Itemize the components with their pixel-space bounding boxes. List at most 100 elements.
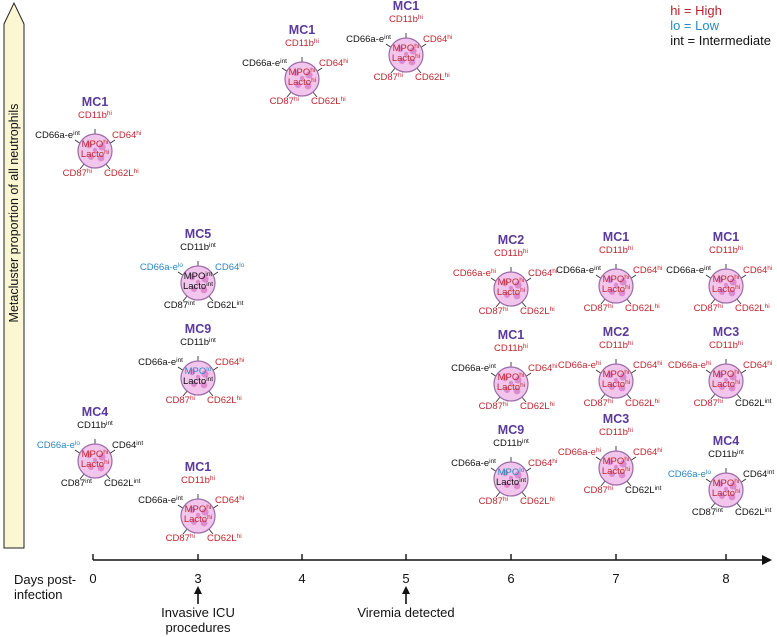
metacluster-title: MC3 bbox=[712, 325, 740, 339]
neutrophil-cell-mc5 bbox=[177, 261, 219, 302]
granule bbox=[504, 482, 510, 488]
metacluster-title: MC2 bbox=[602, 325, 630, 339]
legend-item-intermediate: int = Intermediate bbox=[670, 33, 771, 48]
granule bbox=[723, 377, 729, 383]
metacluster-title: MC1 bbox=[497, 328, 525, 342]
cd87-marker: CD87hi bbox=[165, 395, 195, 406]
granule bbox=[513, 387, 521, 395]
granule bbox=[508, 380, 514, 386]
mpo-marker: MPOhi bbox=[184, 504, 212, 515]
granule bbox=[501, 469, 509, 477]
granule bbox=[514, 471, 522, 479]
granule bbox=[200, 286, 208, 294]
granule bbox=[201, 275, 209, 283]
granule bbox=[299, 75, 305, 81]
granule bbox=[619, 460, 627, 468]
granule bbox=[728, 289, 736, 297]
cd64-marker: CD64hi bbox=[633, 360, 663, 371]
granule bbox=[728, 384, 736, 392]
granule bbox=[399, 58, 405, 64]
granule bbox=[719, 493, 725, 499]
granule bbox=[508, 285, 514, 291]
mpo-marker: MPOlo bbox=[497, 467, 525, 478]
metacluster-title: MC1 bbox=[81, 95, 109, 109]
granule bbox=[729, 278, 737, 286]
cd87-marker: CD87hi bbox=[62, 168, 92, 179]
legend-item-low: lo = Low bbox=[670, 18, 719, 33]
lacto-marker: Lactohi bbox=[80, 459, 110, 470]
neutrophil-cell-mc1 bbox=[595, 264, 637, 305]
granule bbox=[98, 143, 106, 151]
granule bbox=[606, 458, 614, 466]
granule bbox=[723, 486, 729, 492]
granule bbox=[508, 475, 514, 481]
x-tick-label-0: 0 bbox=[89, 571, 97, 586]
granule bbox=[92, 457, 98, 463]
neutrophil-cell-mc1 bbox=[705, 264, 747, 305]
annotation-arrowhead-0 bbox=[194, 586, 202, 594]
granule bbox=[618, 384, 626, 392]
mpo-marker: MPOlo bbox=[184, 366, 212, 377]
cd62l-marker: CD62Lhi bbox=[625, 303, 660, 314]
mpo-marker: MPOhi bbox=[81, 449, 109, 460]
neutrophil-cell-mc4 bbox=[705, 468, 747, 509]
cd66-marker: CD66a-eint bbox=[346, 34, 391, 45]
mpo-marker: MPOhi bbox=[602, 456, 630, 467]
granule bbox=[201, 508, 209, 516]
cd11b-marker: CD11bhi bbox=[285, 38, 319, 49]
lacto-marker: Lactohi bbox=[496, 382, 526, 393]
cd66-marker: CD66a-eint bbox=[556, 265, 601, 276]
lacto-marker: Lactohi bbox=[80, 149, 110, 160]
cd87-marker: CD87hi bbox=[165, 533, 195, 544]
cd11b-marker: CD11bhi bbox=[78, 110, 112, 121]
cd64-marker: CD64hi bbox=[528, 268, 558, 279]
x-tick-label-8: 8 bbox=[722, 571, 730, 586]
neutrophil-cell-mc1 bbox=[385, 33, 427, 74]
granule bbox=[514, 281, 522, 289]
granule bbox=[728, 493, 736, 501]
cd62l-marker: CD62Lhi bbox=[104, 168, 139, 179]
cd87-marker: CD87hi bbox=[269, 96, 299, 107]
cd11b-marker: CD11bint bbox=[77, 420, 113, 431]
neutrophil-cell-mc3 bbox=[595, 446, 637, 487]
cd11b-marker: CD11bhi bbox=[494, 343, 528, 354]
granule bbox=[504, 387, 510, 393]
granule bbox=[295, 82, 301, 88]
granule bbox=[88, 464, 94, 470]
granule bbox=[92, 147, 98, 153]
mpo-marker: MPOint bbox=[183, 271, 213, 282]
granule bbox=[609, 289, 615, 295]
mpo-marker: MPOhi bbox=[712, 274, 740, 285]
x-tick-label-6: 6 bbox=[507, 571, 515, 586]
granule bbox=[618, 289, 626, 297]
cd64-marker: CD64hi bbox=[215, 357, 245, 368]
mpo-marker: MPOhi bbox=[497, 277, 525, 288]
cd11b-marker: CD11bhi bbox=[181, 475, 215, 486]
granule bbox=[200, 381, 208, 389]
cd87-marker: CD87hi bbox=[583, 398, 613, 409]
legend-item-high: hi = High bbox=[670, 3, 722, 18]
x-axis bbox=[93, 555, 772, 565]
x-tick-label-4: 4 bbox=[298, 571, 306, 586]
mpo-marker: MPOhi bbox=[602, 369, 630, 380]
granule bbox=[613, 282, 619, 288]
granule bbox=[501, 279, 509, 287]
cd64-marker: CD64lo bbox=[215, 262, 245, 273]
cd64-marker: CD64hi bbox=[633, 447, 663, 458]
x-tick-label-7: 7 bbox=[612, 571, 620, 586]
cd11b-marker: CD11bhi bbox=[599, 340, 633, 351]
cd11b-marker: CD11bint bbox=[180, 337, 216, 348]
cd66-marker: CD66a-eint bbox=[242, 58, 287, 69]
cd64-marker: CD64int bbox=[743, 469, 775, 480]
lacto-marker: Lactohi bbox=[287, 77, 317, 88]
cd62l-marker: CD62Lint bbox=[625, 485, 662, 496]
granule bbox=[514, 376, 522, 384]
